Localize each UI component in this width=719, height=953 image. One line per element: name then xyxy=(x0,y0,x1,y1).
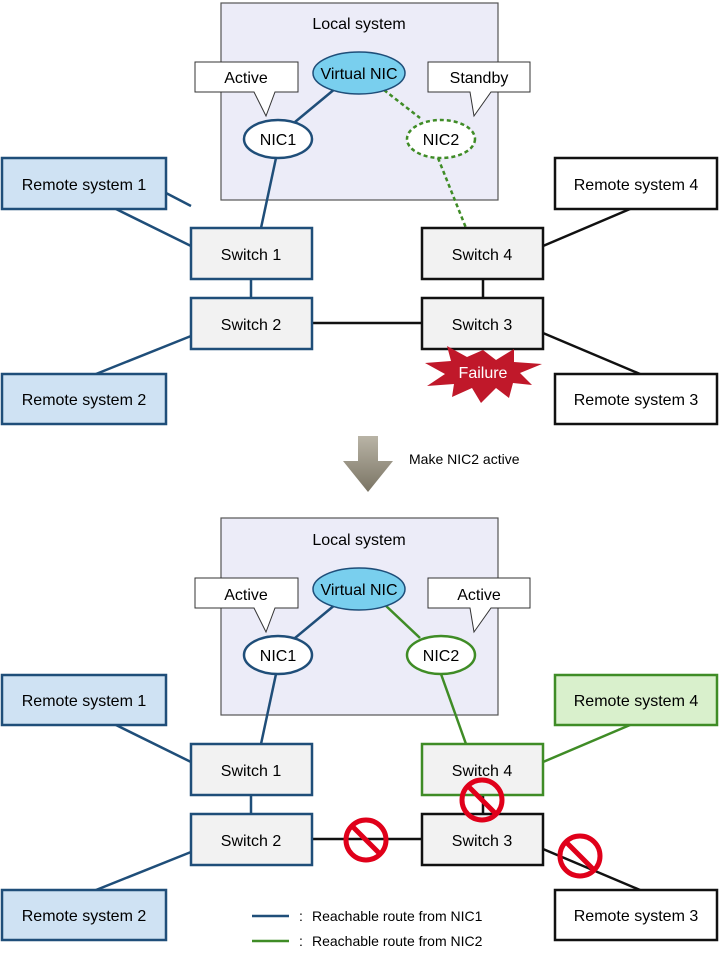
bottom-virtual-nic xyxy=(312,567,406,611)
bottom-switch-4-label: Switch 4 xyxy=(452,763,513,780)
bottom-switch-2 xyxy=(189,812,314,867)
top-virtual-nic-label: Virtual NIC xyxy=(320,66,397,83)
transition-label: Make NIC2 active xyxy=(409,451,520,467)
bottom-switch-1-label: Switch 1 xyxy=(221,763,282,780)
bottom-route-vnic-nic1 xyxy=(294,603,337,639)
bottom-switch-3 xyxy=(420,812,545,867)
top-switch-4 xyxy=(420,226,545,281)
top-remote-system-4 xyxy=(553,156,719,211)
bottom-remote-system-1-label: Remote system 1 xyxy=(22,693,147,710)
bottom-nic1-callout xyxy=(194,577,299,634)
top-nic2-callout xyxy=(427,61,531,118)
top-remote-system-1-label: Remote system 1 xyxy=(22,177,147,194)
top-switch-3-label: Switch 3 xyxy=(452,317,513,334)
top-route-switch2-remote2 xyxy=(95,334,192,376)
bottom-route-vnic-nic2 xyxy=(383,603,421,639)
bottom-route-nic1-switch1 xyxy=(259,673,278,745)
top-nic1-state-label: Active xyxy=(224,70,268,87)
top-virtual-nic xyxy=(312,51,406,95)
top-nic2-state-label: Standby xyxy=(450,70,509,87)
top-switch-1-label: Switch 1 xyxy=(221,247,282,264)
top-remote-system-2-label: Remote system 2 xyxy=(22,392,147,409)
top-failure-burst-icon xyxy=(425,346,542,403)
top-remote-system-1 xyxy=(0,156,168,211)
top-remote-system-2 xyxy=(0,372,168,426)
bottom-remote-system-3-label: Remote system 3 xyxy=(574,908,699,925)
top-switch-4-label: Switch 4 xyxy=(452,247,513,264)
top-nic1-label: NIC1 xyxy=(260,132,297,149)
bottom-switch-4 xyxy=(420,742,545,797)
top-switch-2-label: Switch 2 xyxy=(221,317,282,334)
transition: Make NIC2 active xyxy=(343,436,520,492)
top-remote-system-3 xyxy=(553,372,719,426)
top-switch-3 xyxy=(420,296,545,351)
top-link-switch3-remote3 xyxy=(542,331,641,376)
bottom-remote-system-2 xyxy=(0,888,168,942)
top-switch-1 xyxy=(189,226,314,281)
top-local-system-label: Local system xyxy=(312,16,405,33)
bottom-nic2-callout xyxy=(427,577,531,634)
top-remote-system-3-label: Remote system 3 xyxy=(574,392,699,409)
bottom-nic2 xyxy=(405,634,477,676)
top-link-switch4-remote4 xyxy=(542,207,631,248)
top-switch-2 xyxy=(189,296,314,351)
bottom-switch-2-label: Switch 2 xyxy=(221,833,282,850)
top-standby-nic2-switch4 xyxy=(436,157,468,229)
bottom-route-nic2-switch4 xyxy=(439,673,468,745)
top-nic1 xyxy=(242,118,314,160)
top-route-nic1-switch1 xyxy=(259,157,278,229)
top-diagram: Local system Active Standby Virtual NIC … xyxy=(0,2,719,426)
top-remote-system-4-label: Remote system 4 xyxy=(574,177,699,194)
bottom-remote-system-2-label: Remote system 2 xyxy=(22,908,147,925)
bottom-diagram: Local system Active Active Virtual NIC N… xyxy=(0,517,719,942)
top-nic2 xyxy=(405,118,477,160)
top-route-vnic-nic1 xyxy=(294,87,337,123)
bottom-nic1 xyxy=(242,634,314,676)
top-failure-label: Failure xyxy=(459,365,508,382)
top-nic1-callout xyxy=(194,61,299,118)
top-standby-vnic-nic2 xyxy=(383,89,421,119)
bottom-nic2-state-label: Active xyxy=(457,587,501,604)
bottom-switch-1 xyxy=(189,742,314,797)
bottom-route-switch2-remote2 xyxy=(95,850,192,892)
top-route-remote1-switch1 xyxy=(165,191,192,208)
bottom-nic1-label: NIC1 xyxy=(260,648,297,665)
prohibited-icon xyxy=(343,817,389,863)
bottom-remote-system-4-label: Remote system 4 xyxy=(574,693,699,710)
bottom-nic1-state-label: Active xyxy=(224,587,268,604)
prohibited-icon xyxy=(459,777,505,823)
legend: : Reachable route from NIC1 : Reachable … xyxy=(252,908,483,949)
bottom-nic2-label: NIC2 xyxy=(423,648,460,665)
legend-nic2-separator: : xyxy=(299,933,303,949)
bottom-virtual-nic-label: Virtual NIC xyxy=(320,582,397,599)
bottom-route-remote1-switch1 xyxy=(115,723,192,764)
bottom-switch-3-label: Switch 3 xyxy=(452,833,513,850)
top-route-remote1-switch1b xyxy=(115,207,192,248)
bottom-local-system-label: Local system xyxy=(312,532,405,549)
legend-nic2-label: Reachable route from NIC2 xyxy=(312,933,483,949)
bottom-remote-system-3 xyxy=(553,888,719,942)
legend-nic1-label: Reachable route from NIC1 xyxy=(312,908,483,924)
bottom-route-switch4-remote4 xyxy=(542,723,631,764)
legend-nic1-separator: : xyxy=(299,908,303,924)
bottom-remote-system-4 xyxy=(553,673,719,727)
bottom-remote-system-1 xyxy=(0,673,168,727)
prohibited-icon xyxy=(557,833,603,879)
transition-arrow-icon xyxy=(343,436,393,492)
top-nic2-label: NIC2 xyxy=(423,132,460,149)
